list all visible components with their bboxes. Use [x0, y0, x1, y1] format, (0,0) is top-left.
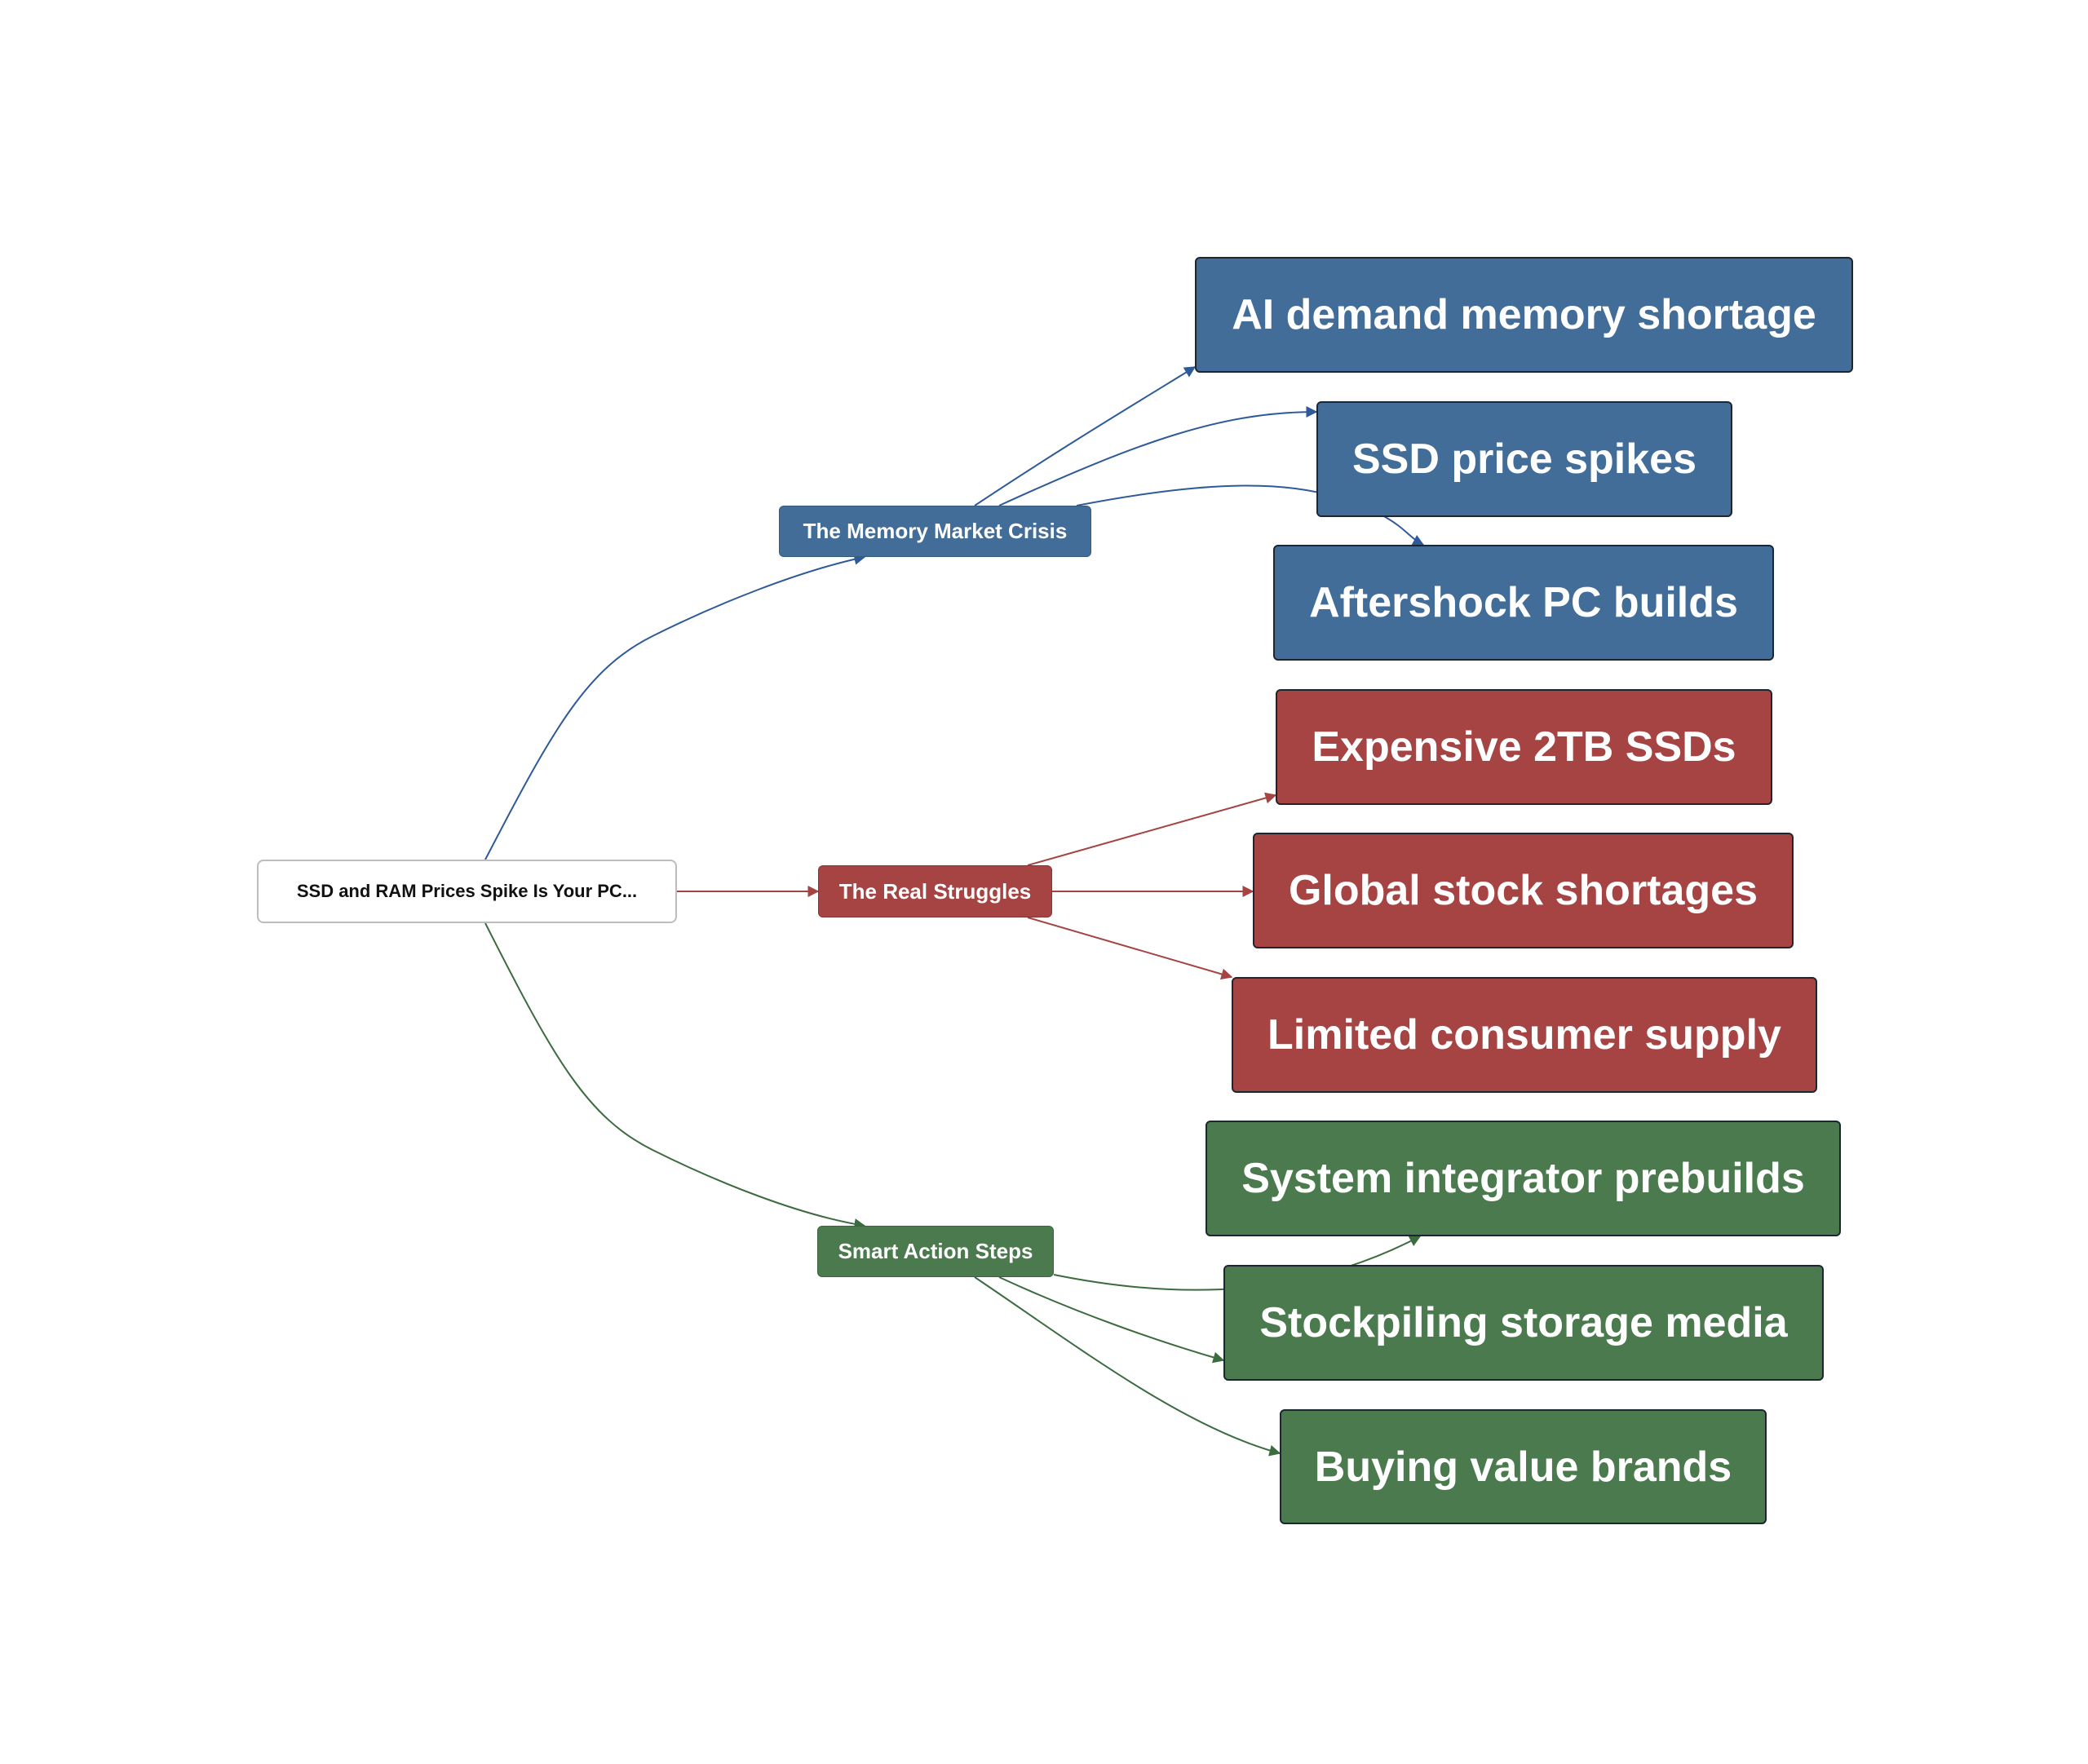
leaf-label: Expensive 2TB SSDs	[1312, 723, 1736, 771]
branch-memory-market-crisis[interactable]: The Memory Market Crisis	[779, 506, 1091, 557]
edge-root-memory	[484, 553, 866, 860]
root-label: SSD and RAM Prices Spike Is Your PC...	[296, 881, 638, 901]
branch-smart-action-steps[interactable]: Smart Action Steps	[817, 1226, 1054, 1277]
edge-memory-ai	[974, 366, 1197, 506]
edge-memory-aftershock	[1076, 484, 1425, 546]
leaf-system-integrator[interactable]: System integrator prebuilds	[1205, 1121, 1841, 1236]
edge-struggles-limited	[1027, 917, 1233, 980]
branch-real-struggles[interactable]: The Real Struggles	[818, 865, 1052, 917]
branch-label: The Real Struggles	[838, 878, 1032, 904]
leaf-stockpiling[interactable]: Stockpiling storage media	[1223, 1265, 1824, 1381]
leaf-expensive-ssds[interactable]: Expensive 2TB SSDs	[1276, 689, 1772, 805]
edge-actions-buying	[974, 1276, 1281, 1457]
leaf-label: Aftershock PC builds	[1309, 579, 1738, 626]
leaf-aftershock[interactable]: Aftershock PC builds	[1273, 545, 1774, 661]
leaf-label: SSD price spikes	[1352, 435, 1696, 483]
leaf-label: AI demand memory shortage	[1232, 291, 1816, 338]
leaf-limited-supply[interactable]: Limited consumer supply	[1232, 977, 1817, 1093]
edge-actions-stockpiling	[998, 1276, 1225, 1364]
leaf-label: Buying value brands	[1314, 1443, 1732, 1491]
leaf-ai-demand[interactable]: AI demand memory shortage	[1195, 257, 1853, 373]
edge-root-actions	[484, 922, 866, 1230]
branch-label: Smart Action Steps	[838, 1239, 1033, 1263]
edge-struggles-expensive	[1027, 792, 1277, 866]
leaf-label: Stockpiling storage media	[1259, 1299, 1788, 1346]
leaf-label: Limited consumer supply	[1267, 1011, 1781, 1059]
leaf-ssd-price-spikes[interactable]: SSD price spikes	[1316, 401, 1732, 517]
leaf-global-stock[interactable]: Global stock shortages	[1253, 833, 1794, 948]
branch-label: The Memory Market Crisis	[803, 519, 1068, 543]
edge-memory-ssd	[998, 406, 1318, 506]
root-node[interactable]: SSD and RAM Prices Spike Is Your PC...	[257, 860, 677, 923]
leaf-label: System integrator prebuilds	[1241, 1155, 1805, 1202]
leaf-label: Global stock shortages	[1288, 867, 1758, 914]
leaf-value-brands[interactable]: Buying value brands	[1280, 1409, 1767, 1524]
